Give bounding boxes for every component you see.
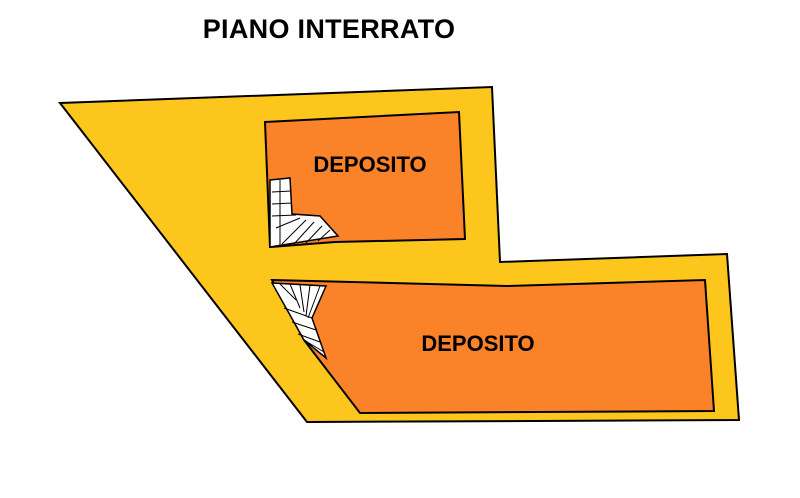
room-label-upper: DEPOSITO [313, 152, 426, 177]
room-label-lower: DEPOSITO [421, 331, 534, 356]
storage-room-upper [263, 110, 467, 249]
staircase-upper [269, 177, 340, 248]
floor-plan-title: PIANO INTERRATO [202, 14, 456, 44]
staircase-lower [270, 282, 328, 361]
